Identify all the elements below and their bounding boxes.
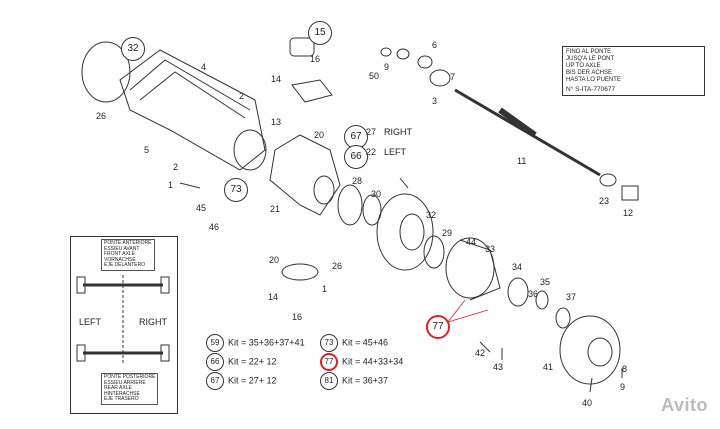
part-label: 37 xyxy=(566,292,577,302)
part-label: 44 xyxy=(466,237,477,247)
watermark: Avito xyxy=(661,395,708,415)
warning-line: JUSQ'A LE PONT xyxy=(566,56,615,62)
warning-line: HASTA LO PUENTE xyxy=(566,77,621,83)
label-left-side: LEFT xyxy=(384,147,407,157)
inset-right-label: RIGHT xyxy=(139,317,167,327)
part-label: 16 xyxy=(310,54,321,64)
part-label: 14 xyxy=(271,74,282,84)
part-label: 2 xyxy=(239,91,245,101)
kit-text: Kit = 44+33+34 xyxy=(342,356,404,367)
kit-text: Kit = 22+ 12 xyxy=(228,356,277,367)
part-label: 32 xyxy=(426,210,437,220)
front-axle-title: PONTE ANTERIORE ESSIEU AVANT FRONT AXLE … xyxy=(101,239,155,271)
part-label: 3 xyxy=(432,96,438,106)
part-label: 21 xyxy=(270,204,281,214)
part-label: 1 xyxy=(168,180,174,190)
warning-ref: N° S-ITA-770677 xyxy=(566,86,616,93)
part-label: 26 xyxy=(96,111,107,121)
part-label: 41 xyxy=(543,362,554,372)
warning-line: UP TO AXLE xyxy=(566,63,601,69)
axle-position-inset: PONTE ANTERIORE ESSIEU AVANT FRONT AXLE … xyxy=(70,236,178,414)
label-27: 27 xyxy=(366,127,377,137)
part-label: 4 xyxy=(201,62,207,72)
kit-text: Kit = 45+46 xyxy=(342,337,389,348)
part-label: 36 xyxy=(528,289,539,299)
part-label: 8 xyxy=(622,364,628,374)
kit-81: 81 Kit = 36+37 xyxy=(320,372,388,390)
part-label: 13 xyxy=(271,117,282,127)
callout-73: 73 xyxy=(224,178,248,202)
inset-left-label: LEFT xyxy=(79,317,102,327)
axle-housing xyxy=(119,49,266,171)
part-label: 50 xyxy=(369,71,380,81)
kit-text: Kit = 36+37 xyxy=(342,375,389,386)
part-label: 45 xyxy=(196,203,207,213)
part-label: 14 xyxy=(268,292,279,302)
callout-32: 32 xyxy=(121,37,145,61)
part-label: 6 xyxy=(432,40,438,50)
part-label: 23 xyxy=(599,196,610,206)
kit-text: Kit = 27+ 12 xyxy=(228,375,277,386)
inset-drawing xyxy=(76,275,170,365)
part-label: 35 xyxy=(540,277,551,287)
part-label: 7 xyxy=(450,72,456,82)
warning-line: BIS DER ACHSE xyxy=(566,70,613,76)
kit-73: 73 Kit = 45+46 xyxy=(320,334,388,352)
rear-axle-title: PONTE POSTERIORE ESSIEU ARRIERE REAR AXL… xyxy=(101,373,159,405)
warning-line: FINO AL PONTE xyxy=(566,49,612,55)
part-label: 20 xyxy=(314,130,325,140)
part-label: 34 xyxy=(512,262,523,272)
kit-text: Kit = 35+36+37+41 xyxy=(228,337,305,348)
part-label: 26 xyxy=(332,261,343,271)
kit-66: 66 Kit = 22+ 12 xyxy=(206,353,277,371)
label-right-side: RIGHT xyxy=(384,127,412,137)
callout-77: 77 xyxy=(426,315,450,339)
part-label: 9 xyxy=(384,62,390,72)
part-label: 29 xyxy=(442,228,453,238)
kit-59: 59 Kit = 35+36+37+41 xyxy=(206,334,305,352)
part-label: 42 xyxy=(475,348,486,358)
kit-id: 77 xyxy=(320,353,338,371)
kit-id: 67 xyxy=(206,372,224,390)
part-label: 43 xyxy=(493,362,504,372)
kit-id: 66 xyxy=(206,353,224,371)
part-label: 30 xyxy=(371,189,382,199)
kit-id: 81 xyxy=(320,372,338,390)
part-label: 1 xyxy=(322,284,328,294)
kit-77: 77 Kit = 44+33+34 xyxy=(320,353,403,371)
kit-id: 59 xyxy=(206,334,224,352)
part-label: 2 xyxy=(173,162,179,172)
callout-15: 15 xyxy=(308,21,332,45)
part-label: 28 xyxy=(352,176,363,186)
part-label: 40 xyxy=(582,398,593,408)
part-label: 46 xyxy=(209,222,220,232)
axle-warning-box: FINO AL PONTE JUSQ'A LE PONT UP TO AXLE … xyxy=(562,46,705,96)
kit-67: 67 Kit = 27+ 12 xyxy=(206,372,277,390)
part-label: 9 xyxy=(620,382,626,392)
part-label: 20 xyxy=(269,255,280,265)
steering-knuckle xyxy=(269,134,341,216)
part-label: 33 xyxy=(485,244,496,254)
part-label: 11 xyxy=(517,156,527,166)
part-label: 5 xyxy=(144,145,150,155)
part-label: 12 xyxy=(623,208,634,218)
callout-66: 66 xyxy=(344,145,368,169)
kit-id: 73 xyxy=(320,334,338,352)
part-label: 16 xyxy=(292,312,303,322)
label-22: 22 xyxy=(366,147,377,157)
